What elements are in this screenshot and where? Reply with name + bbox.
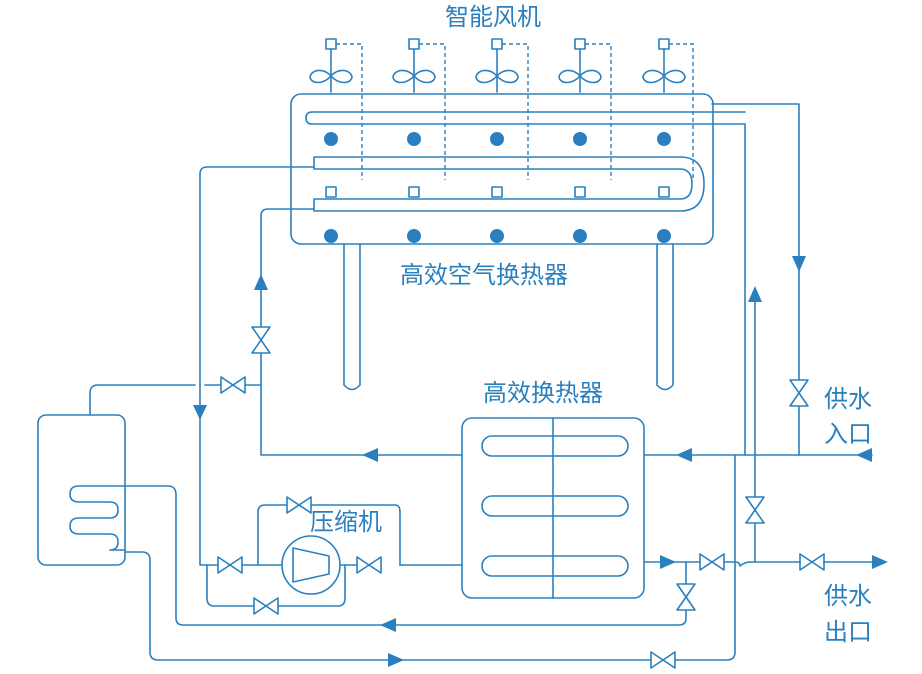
supply-inlet-label-line1: 供水 (824, 385, 872, 413)
arrow-outlet-right (872, 555, 888, 569)
air-exchanger-label: 高效空气换热器 (400, 261, 568, 289)
fan-5 (642, 38, 694, 180)
arrow-return-left (362, 448, 378, 462)
valve-outlet-a (699, 553, 725, 571)
valve-middle-vertical (745, 496, 765, 524)
valve-compressor-right (356, 556, 382, 574)
valve-bottom-loop (650, 651, 676, 669)
arrow-left-down (193, 405, 207, 420)
valve-outlet-b (799, 553, 825, 571)
valve-left-vertical (251, 326, 271, 354)
arrow-left-up (254, 274, 268, 290)
arrow-bottom-right (388, 653, 404, 667)
arrow-exchanger-out (660, 555, 676, 569)
arrow-inlet-down (792, 256, 806, 272)
valve-supply-inlet (789, 379, 809, 407)
supply-outlet-label-line1: 供水 (824, 582, 872, 610)
supply-outlet-label-line2: 出口 (824, 618, 872, 646)
valve-tank-top (220, 376, 246, 394)
smart-fans-label: 智能风机 (445, 3, 541, 31)
valve-return-vertical (676, 583, 696, 611)
plate-heat-exchanger (461, 417, 645, 599)
air-heat-exchanger (290, 93, 746, 391)
arrow-middle-up (748, 286, 762, 302)
valve-compressor-left (217, 556, 243, 574)
fan-3 (475, 38, 529, 180)
fan-2 (392, 38, 446, 180)
supply-inlet-label-line2: 入口 (824, 420, 872, 448)
valve-compressor-bypass-top (286, 496, 312, 514)
heat-exchanger-label: 高效换热器 (483, 379, 603, 407)
water-tank (37, 414, 126, 566)
fan-4 (558, 38, 612, 180)
arrow-exchanger-in (676, 448, 692, 462)
compressor-label: 压缩机 (310, 508, 382, 536)
fan-1 (309, 38, 363, 180)
arrow-return-loop-left (380, 618, 396, 632)
compressor (281, 535, 341, 595)
valve-compressor-bottom (253, 597, 279, 615)
arrow-inlet-left (856, 448, 872, 462)
